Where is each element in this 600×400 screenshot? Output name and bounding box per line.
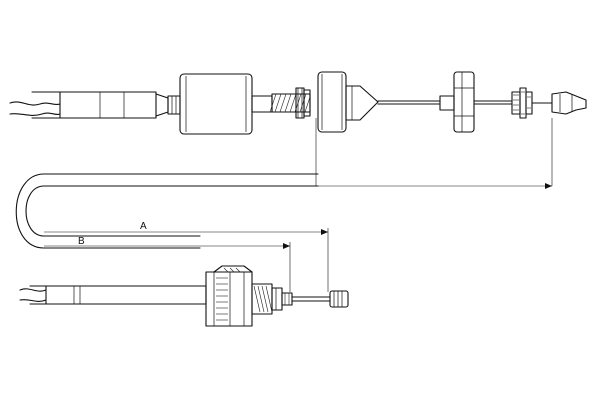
damper-cylinder: [179, 73, 253, 135]
end-nipple-lower: [329, 290, 349, 308]
lower-cable-assembly: [19, 265, 349, 327]
dimension-b-arrow: [283, 243, 290, 249]
dimension-b-label: B: [78, 236, 85, 247]
outer-sleeve-upper: [59, 91, 181, 119]
inner-cable-upper-right: [473, 100, 513, 105]
threaded-adjuster-upper: [251, 87, 311, 119]
dimension-a-arrow: [321, 229, 328, 235]
upper-cable-assembly: [9, 71, 587, 135]
housing-block-lower: [205, 265, 253, 327]
dimension-lines: A B: [44, 118, 553, 292]
dimension-a-label: A: [140, 221, 147, 232]
cable-broken-end-upper: [9, 91, 61, 119]
inner-wire-lower: [291, 296, 331, 302]
coil-spring-lower: [251, 283, 283, 315]
cable-broken-end-lower: [19, 285, 47, 305]
threaded-rod-lower: [281, 292, 293, 306]
inner-cable-upper: [377, 100, 441, 105]
dimension-arrow-top-right: [545, 183, 552, 189]
retaining-bracket: [453, 71, 475, 133]
end-fitting-upper: [551, 91, 587, 115]
rubber-boot-cone: [345, 85, 379, 121]
outer-sleeve-lower: [45, 285, 207, 305]
flange-collar: [317, 71, 347, 133]
cable-loop: [15, 173, 319, 249]
cable-ferrule: [439, 95, 455, 111]
adjuster-nut-upper: [511, 87, 533, 119]
